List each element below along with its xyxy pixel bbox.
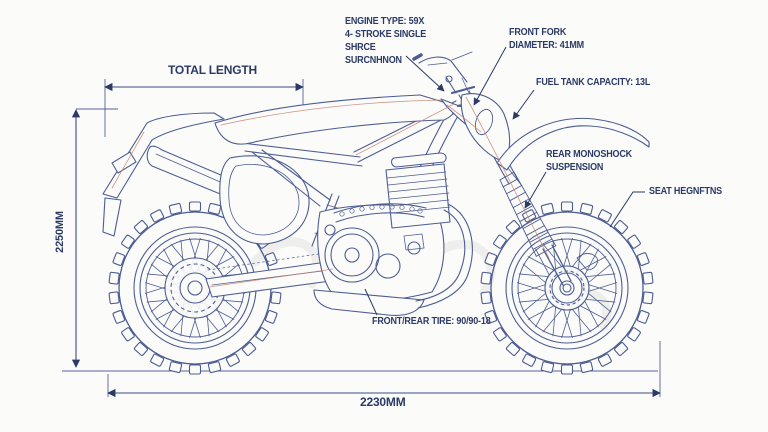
seat-leader — [609, 191, 645, 228]
engine — [313, 152, 473, 316]
engine-type-label: ENGINE TYPE: 59X 4- STROKE SINGLE SHRCE … — [345, 15, 426, 67]
rear-suspension-line2: SUSPENSION — [546, 162, 604, 173]
brake-lever — [451, 51, 473, 61]
rear-suspension-leader — [524, 171, 547, 209]
engine-type-line4: SURCNHNON — [345, 55, 402, 66]
front-fork-line2: DIAMETER: 41MM — [509, 40, 584, 51]
engine-type-line3: SHRCE — [345, 42, 376, 53]
accent-lines — [111, 96, 550, 288]
dimension-lines — [62, 79, 661, 398]
crankcase — [324, 227, 380, 283]
front-fork-line1: FRONT FORK — [509, 27, 567, 38]
motorcycle-drawing — [102, 51, 654, 375]
skid-plate — [313, 289, 425, 316]
front-brake-caliper — [576, 253, 598, 271]
carburetor — [403, 233, 425, 251]
rear-suspension-label: REAR MONOSHOCK SUSPENSION — [546, 148, 632, 174]
rear-fender — [102, 112, 225, 237]
shield-holes — [339, 204, 423, 217]
tire-leader — [364, 288, 378, 316]
rear-suspension-line1: REAR MONOSHOCK — [546, 149, 632, 160]
side-panel — [219, 155, 310, 245]
exhaust-header — [415, 209, 466, 302]
tire-size-label: FRONT/REAR TIRE: 90/90-18 — [372, 316, 491, 327]
cooling-fins — [386, 171, 451, 214]
callout-leaders — [364, 46, 645, 316]
length-dimension-label: 2230MM — [360, 395, 406, 409]
front-fork-leader — [473, 46, 507, 106]
front-fender — [496, 117, 650, 187]
front-fork-label: FRONT FORK DIAMETER: 41MM — [509, 26, 584, 52]
fuel-tank-label: FUEL TANK CAPACITY: 13L — [536, 77, 651, 88]
seat — [214, 94, 456, 145]
headlight — [474, 108, 494, 136]
seat-height-label: SEAT HEGNFTNS — [649, 186, 722, 197]
fuel-tank-leader — [512, 89, 535, 120]
engine-type-line1: ENGINE TYPE: 59X — [345, 16, 425, 27]
engine-leader — [405, 55, 445, 92]
engine-type-line2: 4- STROKE SINGLE — [345, 29, 427, 40]
total-length-label: TOTAL LENGTH — [168, 63, 257, 77]
headlight-mask — [460, 93, 511, 163]
height-dimension-label: 2250MM — [54, 211, 66, 253]
grip — [412, 53, 423, 61]
